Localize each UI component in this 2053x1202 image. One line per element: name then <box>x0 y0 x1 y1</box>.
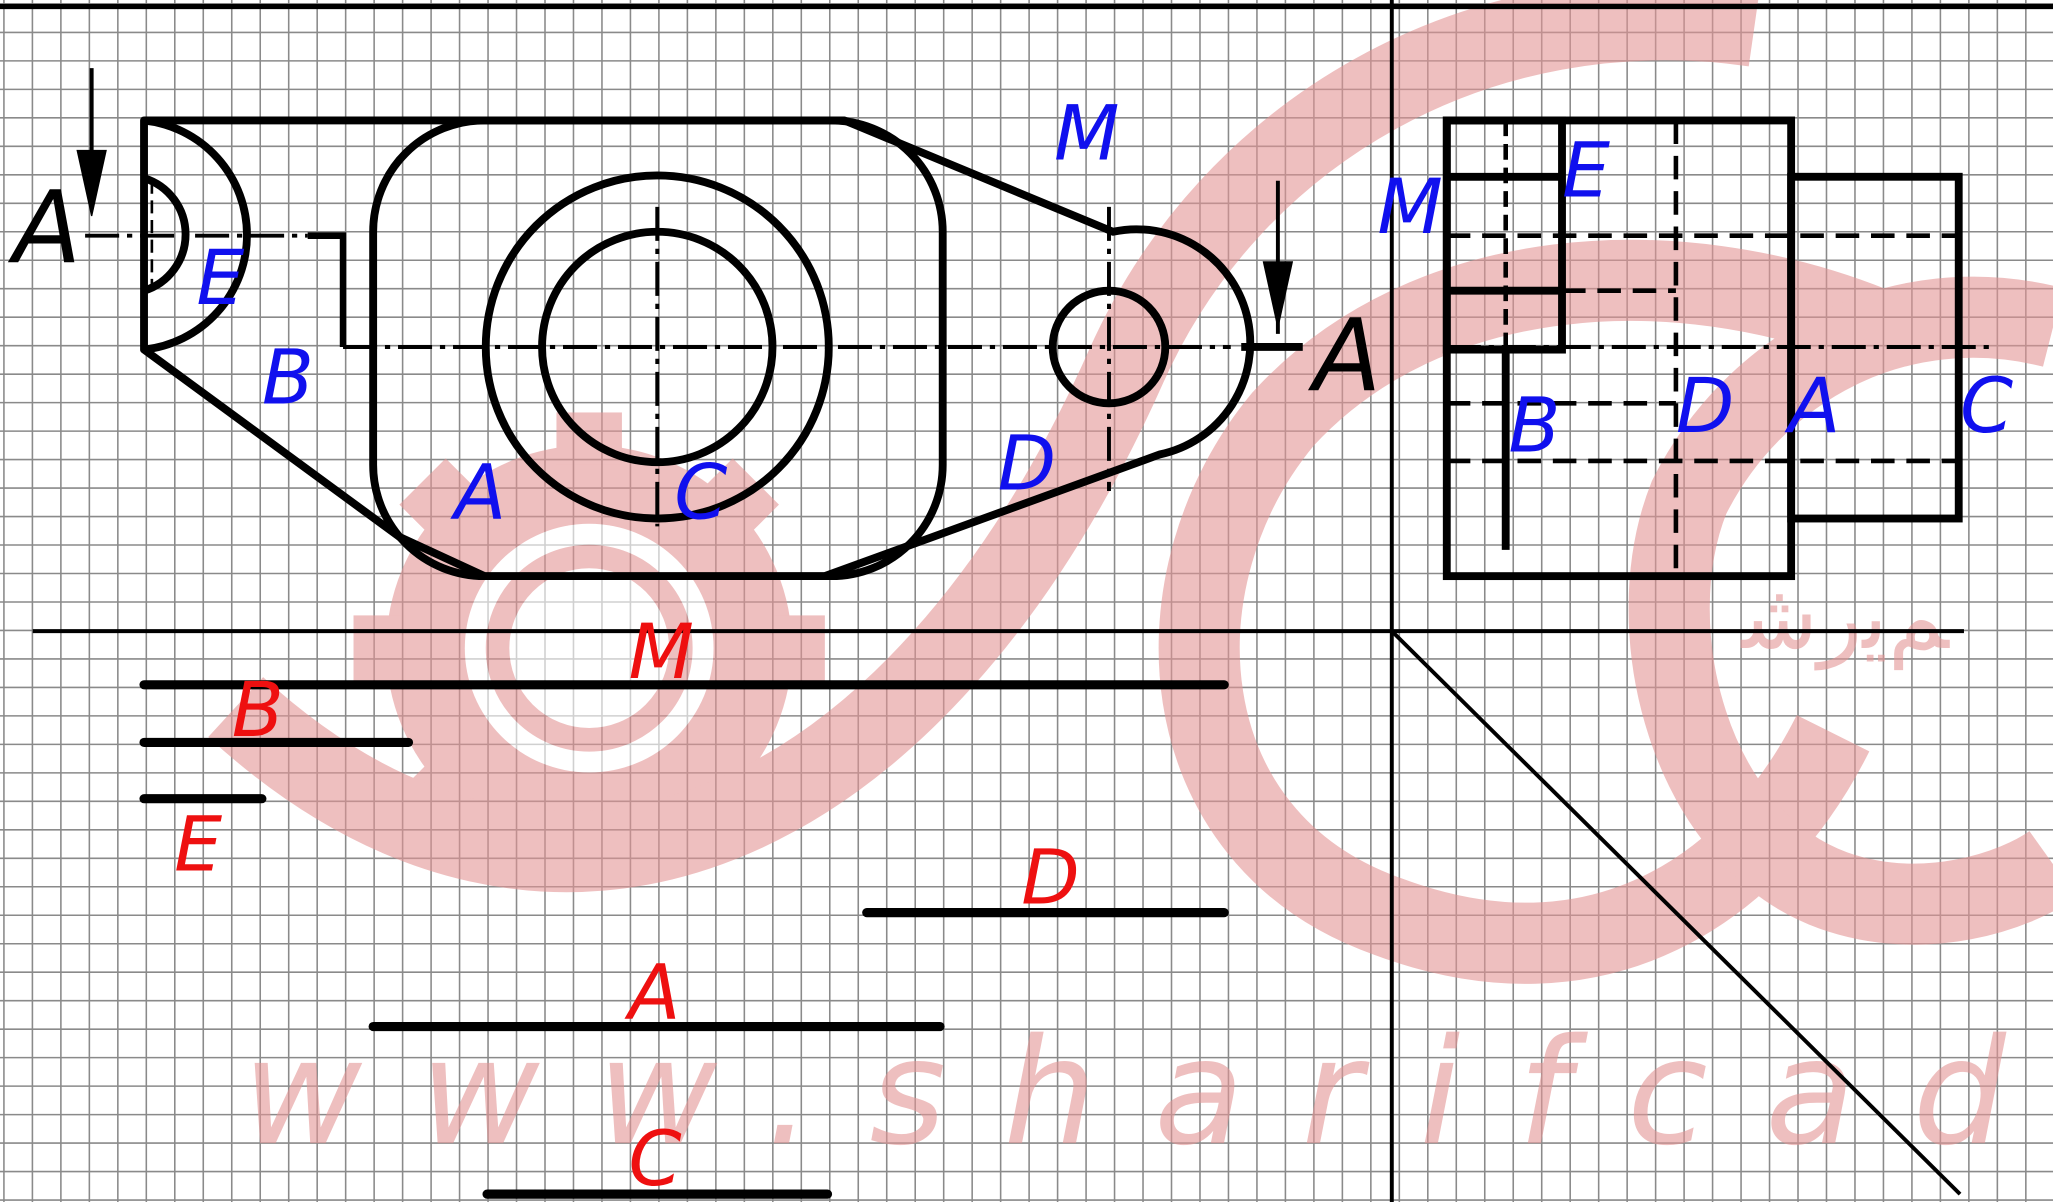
gear-tooth <box>353 615 406 681</box>
answer-label-c: C <box>628 1115 681 1202</box>
front-view-labels: M E B A C D <box>196 90 1119 537</box>
logo-swoosh-3 <box>1628 276 2053 945</box>
side-label-e: E <box>1562 126 1610 214</box>
section-label-left: A <box>7 171 81 286</box>
answer-label-a: A <box>623 949 680 1037</box>
front-label-b: B <box>262 333 314 421</box>
answer-labels: M B E D A C <box>174 608 1080 1202</box>
side-label-b: B <box>1508 382 1560 470</box>
miter-line <box>1390 629 1962 1196</box>
part-outline <box>140 116 1255 581</box>
section-arrow-right <box>1262 180 1294 334</box>
gear-tooth <box>772 615 825 681</box>
answer-label-e: E <box>174 801 222 889</box>
side-label-a: A <box>1784 362 1841 450</box>
front-label-m: M <box>1054 90 1120 178</box>
gear-tooth <box>399 458 483 542</box>
front-label-a: A <box>449 449 506 537</box>
side-view-labels: M E B D A C <box>1377 126 2013 469</box>
watermark-url: www.sharifcadcam <box>242 1007 2053 1178</box>
slot-e-arc <box>143 116 251 354</box>
side-label-d: D <box>1676 362 1734 450</box>
answer-lines <box>139 680 1229 1199</box>
side-label-m: M <box>1377 163 1443 251</box>
logo-swoosh-1 <box>208 0 1759 893</box>
answer-label-m: M <box>628 608 694 696</box>
arrow-down-icon <box>1262 261 1294 328</box>
arrow-down-icon <box>76 149 107 217</box>
section-arrow-left <box>76 68 107 217</box>
answer-label-b: B <box>232 666 284 754</box>
watermark-side-text: ﻢﯾﺭﺷ <box>1740 563 1950 671</box>
front-label-e: E <box>196 234 244 322</box>
side-label-c: C <box>1960 362 2013 450</box>
gear-inner-ring <box>485 544 693 752</box>
watermark: ﻢﯾﺭﺷ www.sharifcadcam <box>208 0 2053 1178</box>
front-label-d: D <box>998 420 1056 508</box>
front-view <box>85 116 1303 581</box>
answer-label-d: D <box>1021 833 1079 921</box>
front-label-c: C <box>674 449 727 537</box>
section-label-right: A <box>1307 299 1381 414</box>
side-view <box>1442 116 1991 581</box>
cutting-plane-step <box>307 232 347 347</box>
